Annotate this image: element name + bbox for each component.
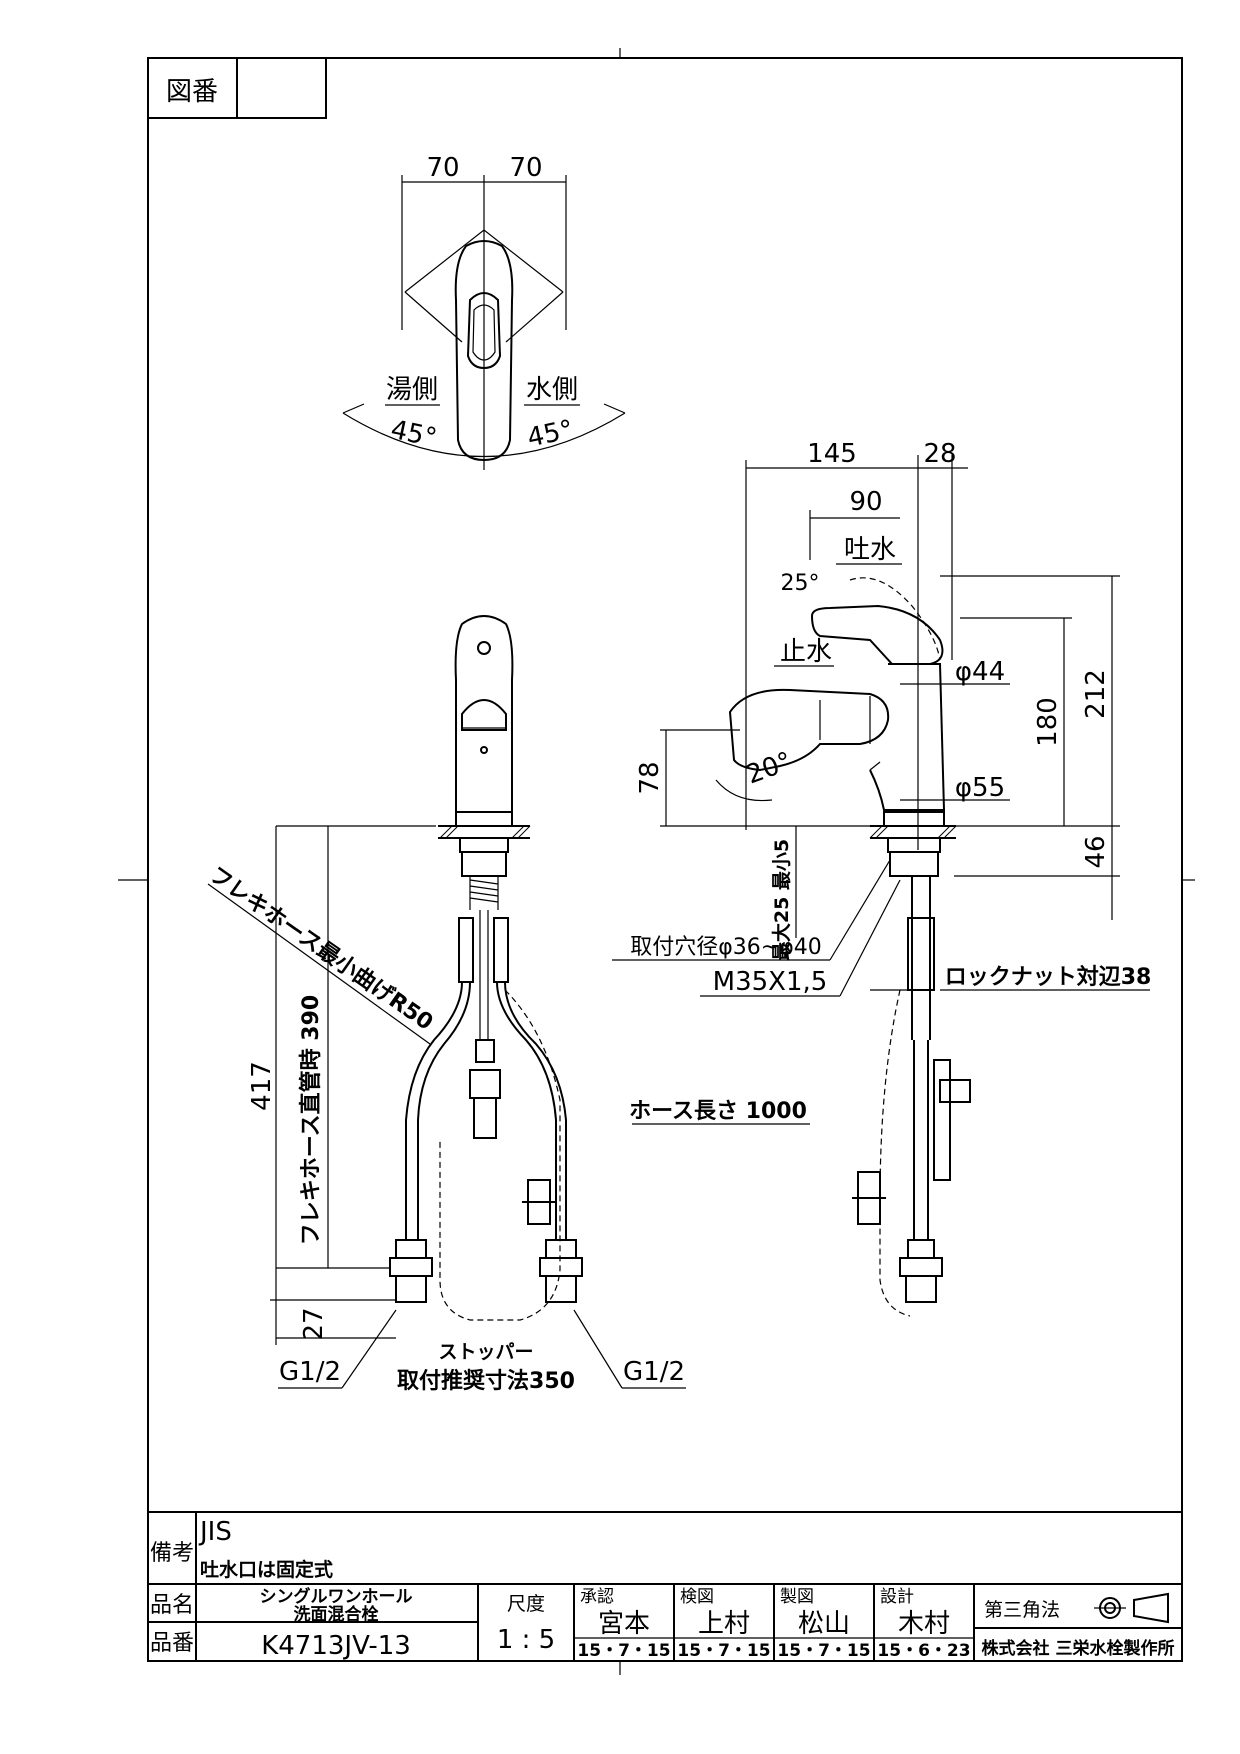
- scale-value: 1 : 5: [497, 1625, 555, 1655]
- design-label: 設計: [880, 1587, 914, 1607]
- design-date: 15・6・23: [877, 1641, 970, 1661]
- g-left-label: G1/2: [279, 1357, 341, 1387]
- front-view: 417 フレキホース直管時 390 27 フレキホース最小曲げR50 G1/2 …: [205, 615, 686, 1394]
- flexi-straight-label: フレキホース直管時 390: [298, 995, 324, 1245]
- title-block: 備考 JIS 吐水口は固定式 品名 シングルワンホール 洗面混合栓 品番 K47…: [148, 1511, 1182, 1661]
- dim-145: 145: [807, 439, 857, 469]
- side-view: 145 28 90 吐水 25° 止水 φ44 φ55 180 212: [612, 439, 1152, 1317]
- stopper-line1: ストッパー: [438, 1341, 533, 1363]
- dim-70-left: 70: [426, 153, 459, 183]
- dia-44: φ44: [955, 657, 1005, 687]
- draw-name: 松山: [798, 1609, 850, 1639]
- stop-label: 止水: [780, 637, 832, 667]
- top-view: 70 70 湯側 水側 45° 45°: [342, 153, 626, 470]
- angle-20-label: 20°: [742, 747, 796, 791]
- hinban-value: K4713JV-13: [261, 1631, 411, 1661]
- dim-78: 78: [635, 761, 665, 794]
- dia-55: φ55: [955, 773, 1005, 803]
- hinmei-line2: 洗面混合栓: [294, 1604, 379, 1625]
- zuban-label: 図番: [166, 77, 218, 107]
- design-name: 木村: [898, 1609, 950, 1639]
- draw-date: 15・7・15: [777, 1641, 870, 1661]
- scale-label: 尺度: [507, 1593, 545, 1615]
- check-date: 15・7・15: [677, 1641, 770, 1661]
- g-right-label: G1/2: [623, 1357, 685, 1387]
- check-label: 検図: [680, 1587, 714, 1607]
- company-name: 株式会社 三栄水栓製作所: [982, 1638, 1175, 1659]
- dim-90: 90: [849, 487, 882, 517]
- dim-27: 27: [299, 1307, 329, 1340]
- cold-side-label: 水側: [526, 375, 578, 405]
- max-min-label: 最大25 最小5: [770, 839, 793, 961]
- note-fixed-spout: 吐水口は固定式: [200, 1558, 333, 1581]
- angle-left-label: 45°: [388, 415, 439, 454]
- hole-dia-label: 取付穴径φ36~φ40: [630, 935, 821, 960]
- third-angle-symbol-icon: [1094, 1592, 1169, 1624]
- hinban-label: 品番: [150, 1631, 194, 1656]
- angle-right-label: 45°: [525, 415, 576, 454]
- angle-25-label: 25°: [781, 571, 820, 596]
- stopper-line2: 取付推奨寸法350: [397, 1369, 575, 1394]
- dim-417: 417: [247, 1061, 277, 1111]
- sheet-border: [147, 57, 1183, 1662]
- approve-date: 15・7・15: [577, 1641, 670, 1661]
- dim-212: 212: [1081, 669, 1111, 719]
- note-jis: JIS: [198, 1517, 232, 1547]
- spout-label: 吐水: [844, 535, 896, 565]
- locknut-label: ロックナット対辺38: [945, 965, 1152, 990]
- thread-label: M35X1,5: [713, 967, 828, 997]
- approve-label: 承認: [580, 1587, 614, 1607]
- hose-length-label: ホース長さ 1000: [629, 1099, 807, 1124]
- draw-label: 製図: [780, 1587, 814, 1607]
- dim-28: 28: [923, 439, 956, 469]
- hinmei-label: 品名: [150, 1593, 194, 1618]
- approve-name: 宮本: [598, 1609, 650, 1639]
- projection-label: 第三角法: [984, 1599, 1060, 1621]
- hinmei-line1: シングルワンホール: [260, 1586, 413, 1607]
- dim-46: 46: [1081, 835, 1111, 868]
- bikou-label: 備考: [150, 1541, 194, 1566]
- dim-180: 180: [1033, 697, 1063, 747]
- check-name: 上村: [698, 1609, 750, 1639]
- dim-70-right: 70: [509, 153, 542, 183]
- hot-side-label: 湯側: [386, 375, 438, 405]
